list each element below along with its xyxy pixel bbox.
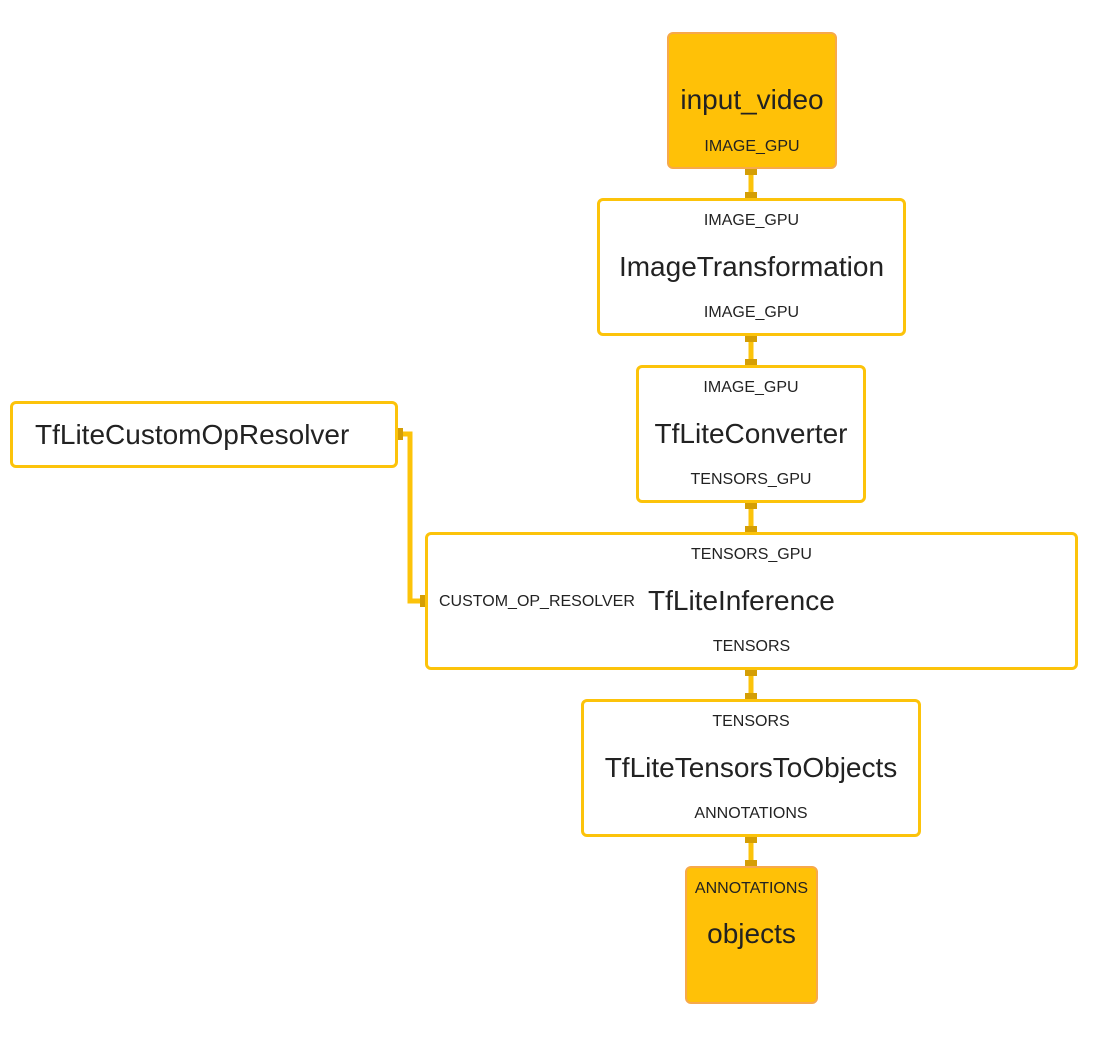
input-port-label: IMAGE_GPU [703,212,800,229]
tflite-converter-node[interactable]: IMAGE_GPU TfLiteConverter TENSORS_GPU [636,365,866,503]
output-port-label: TENSORS_GPU [690,471,812,488]
node-title: objects [707,918,796,949]
output-port-label: IMAGE_GPU [704,138,800,155]
node-title: TfLiteConverter [654,418,848,449]
input-port-label: TENSORS [712,713,790,730]
edge-custom-op-resolver-side-input [397,431,426,604]
output-port-label: ANNOTATIONS [694,805,808,822]
image-transformation-node[interactable]: IMAGE_GPU ImageTransformation IMAGE_GPU [597,198,906,336]
node-title: TfLiteCustomOpResolver [35,419,350,450]
node-title: TfLiteInference [648,585,835,616]
tflite-inference-node[interactable]: TENSORS_GPU CUSTOM_OP_RESOLVER TfLiteInf… [425,532,1078,670]
node-title: TfLiteTensorsToObjects [604,752,898,783]
side-input-port-label: CUSTOM_OP_RESOLVER [439,593,635,610]
node-title: input_video [680,84,824,115]
output-port-label: TENSORS [712,638,791,655]
input-port-label: ANNOTATIONS [694,880,809,897]
tflite-custom-op-resolver-node[interactable]: TfLiteCustomOpResolver [10,401,398,468]
input-video-node[interactable]: input_video IMAGE_GPU [667,32,837,169]
input-port-label: IMAGE_GPU [703,379,799,396]
node-title: ImageTransformation [618,251,885,282]
tflite-tensors-to-objects-node[interactable]: TENSORS TfLiteTensorsToObjects ANNOTATIO… [581,699,921,837]
input-port-label: TENSORS_GPU [691,546,812,563]
objects-node[interactable]: ANNOTATIONS objects [685,866,818,1004]
output-port-label: IMAGE_GPU [703,304,800,321]
